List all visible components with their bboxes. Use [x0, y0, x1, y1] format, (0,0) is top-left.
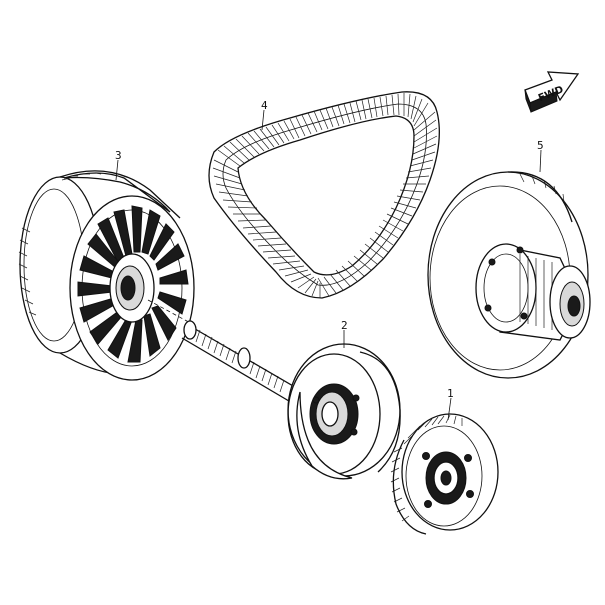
callout-5-label: 5	[537, 139, 544, 152]
drive-belt	[208, 91, 440, 299]
callout-5: 5	[537, 139, 544, 173]
callout-2: 2	[341, 319, 348, 348]
callout-3: 3	[115, 149, 122, 181]
cooling-fan-blades	[77, 205, 189, 363]
callout-1: 1	[447, 387, 454, 421]
one-way-clutch	[390, 413, 499, 535]
drive-pulley-assembly	[18, 170, 197, 381]
forward-direction-arrow: FWD	[524, 71, 580, 113]
callout-2-label: 2	[341, 319, 348, 332]
callout-3-label: 3	[115, 149, 122, 162]
callout-1-label: 1	[447, 387, 454, 400]
driven-pulley-assembly	[427, 171, 591, 379]
splined-shaft-assembly	[181, 320, 401, 480]
callout-4: 4	[261, 99, 268, 131]
callout-4-label: 4	[261, 99, 268, 112]
